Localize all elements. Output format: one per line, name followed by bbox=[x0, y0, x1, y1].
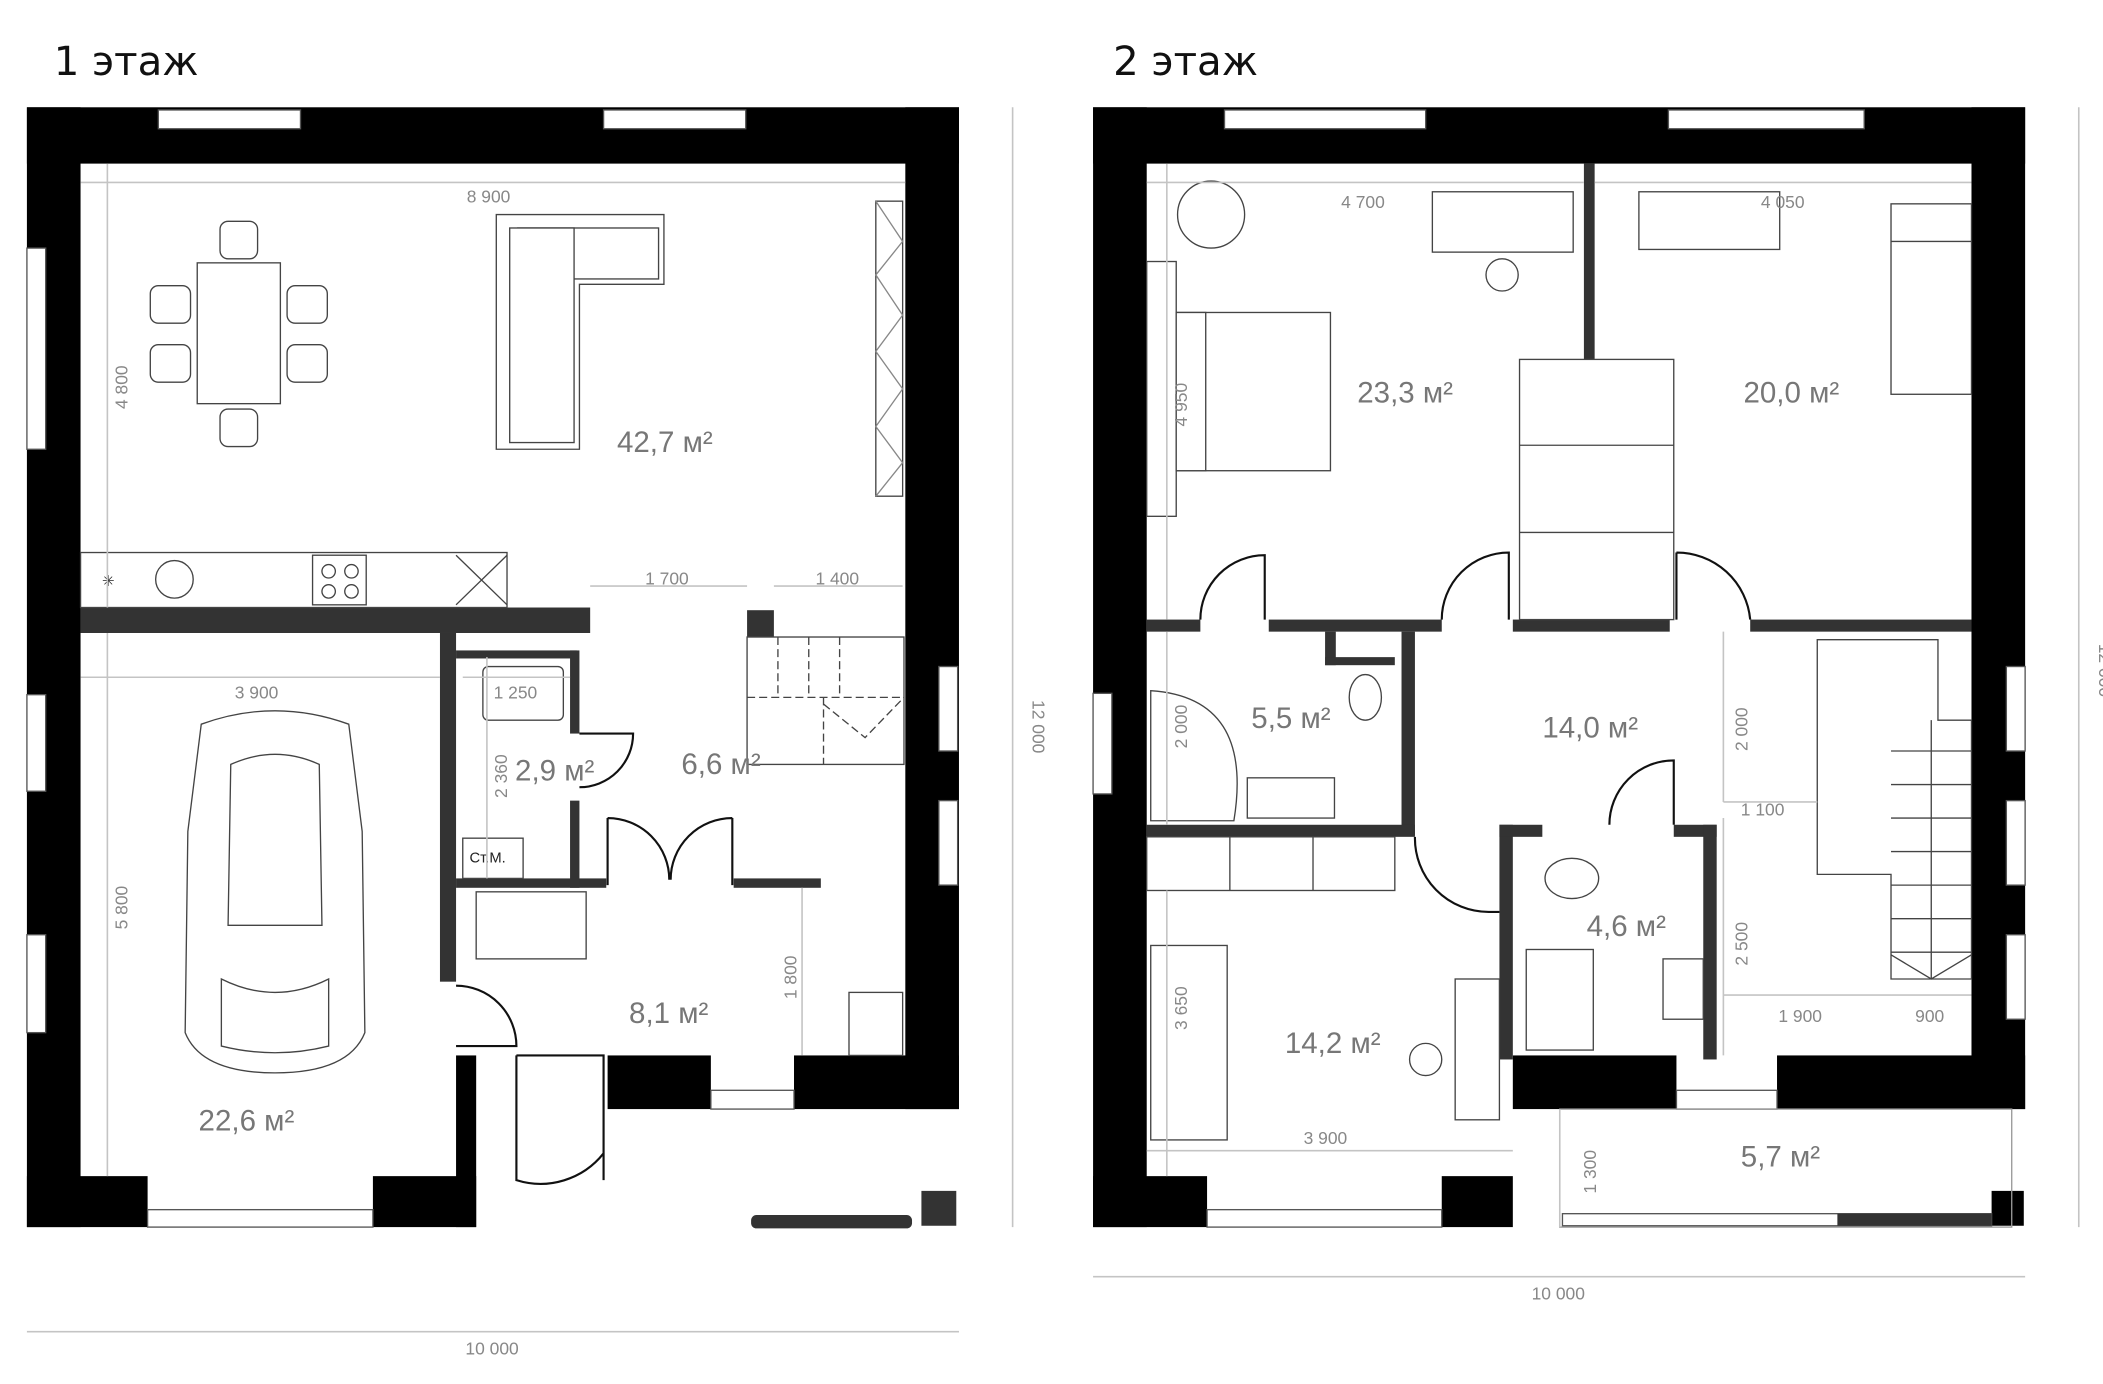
floor-2-areas: 23,3 м² 20,0 м² 5,5 м² 14,0 м² 4,6 м² 14… bbox=[1251, 376, 1839, 1173]
car bbox=[184, 710, 366, 1074]
area-balcony: 5,7 м² bbox=[1741, 1141, 1820, 1174]
dim-total-height-2: 12 000 bbox=[2095, 644, 2103, 698]
dim-bath-depth: 2 360 bbox=[491, 754, 511, 798]
desk-3 bbox=[1454, 978, 1501, 1121]
corner-sofa bbox=[495, 213, 665, 450]
entrance-steps bbox=[751, 1215, 913, 1229]
stairs-2 bbox=[1816, 639, 1973, 980]
plant bbox=[1176, 180, 1246, 249]
area-bathroom-1: 5,5 м² bbox=[1251, 702, 1330, 735]
dim-hall-b: 1 400 bbox=[815, 569, 859, 589]
desk-1 bbox=[1431, 191, 1574, 253]
chair-1 bbox=[1485, 258, 1519, 292]
floor-2: 2 этаж bbox=[1092, 39, 2103, 1304]
toilet bbox=[482, 665, 565, 721]
floor-1: 1 этаж bbox=[26, 39, 1049, 1358]
dim-hall-lower: 2 500 bbox=[1732, 922, 1752, 966]
floor-2-doors bbox=[1199, 551, 1752, 914]
floor-1-furniture: ✳ Ст.М. bbox=[79, 200, 905, 1074]
shoe-cabinet bbox=[475, 891, 587, 960]
single-bed-2 bbox=[1150, 944, 1228, 1141]
area-bedroom-3: 14,2 м² bbox=[1285, 1027, 1381, 1060]
shower bbox=[1525, 948, 1594, 1051]
dim-entrance-depth: 1 800 bbox=[781, 955, 801, 999]
desk-2 bbox=[1638, 191, 1781, 251]
dim-hall-depth: 2 000 bbox=[1732, 707, 1752, 751]
dim-hall-width: 1 900 bbox=[1778, 1006, 1822, 1026]
floor-2-furniture bbox=[1146, 180, 1992, 1226]
dim-bed1-width: 4 700 bbox=[1341, 192, 1385, 212]
single-bed-1 bbox=[1890, 203, 1973, 395]
dim-total-width-2: 10 000 bbox=[1532, 1284, 1586, 1304]
dim-bed3-depth: 3 650 bbox=[1171, 986, 1191, 1030]
floor-1-title: 1 этаж bbox=[54, 39, 199, 85]
toilet-1 bbox=[1348, 673, 1383, 721]
dining-table bbox=[149, 220, 328, 448]
dim-bed3-width: 3 900 bbox=[1304, 1128, 1348, 1148]
wardrobe-2 bbox=[1146, 836, 1396, 892]
bathtub bbox=[1150, 689, 1238, 822]
dim-garage-width: 3 900 bbox=[235, 683, 279, 703]
stairs bbox=[746, 636, 905, 766]
area-bathroom: 2,9 м² bbox=[515, 755, 594, 788]
floor-2-dimensions: 4 700 4 050 4 950 2 000 2 000 1 100 2 50… bbox=[1093, 107, 2103, 1304]
area-living: 42,7 м² bbox=[617, 426, 713, 459]
kitchen-counter: ✳ bbox=[79, 551, 508, 609]
sink-2 bbox=[1662, 958, 1704, 1020]
balcony-railing bbox=[1837, 1213, 1992, 1226]
floor-1-areas: 42,7 м² 22,6 м² 2,9 м² 6,6 м² 8,1 м² bbox=[199, 426, 761, 1138]
area-bathroom-2: 4,6 м² bbox=[1587, 910, 1666, 943]
floor-2-interior-walls bbox=[1146, 163, 1972, 1060]
floor-1-outer-walls bbox=[26, 107, 959, 1228]
area-bedroom-1: 23,3 м² bbox=[1357, 376, 1453, 409]
chair-3 bbox=[1408, 1042, 1443, 1077]
floor-1-doors bbox=[456, 732, 913, 1229]
floor-1-interior-walls bbox=[80, 607, 957, 1226]
floor-1-dimensions: 8 900 4 800 1 700 1 400 3 900 1 250 2 36… bbox=[26, 107, 1049, 1358]
central-wardrobes bbox=[1518, 358, 1675, 621]
sink-1 bbox=[1246, 777, 1336, 819]
dim-garage-depth: 5 800 bbox=[111, 885, 131, 929]
entrance-cabinet bbox=[848, 991, 904, 1057]
dim-bath-depth: 2 000 bbox=[1171, 704, 1191, 748]
dim-bath-width: 1 250 bbox=[494, 683, 538, 703]
area-entrance: 8,1 м² bbox=[629, 997, 708, 1030]
dim-bed2-width: 4 050 bbox=[1761, 192, 1805, 212]
ventilation-icon: ✳ bbox=[102, 574, 114, 590]
dim-balcony-depth: 1 300 bbox=[1580, 1150, 1600, 1194]
laundry-machine bbox=[462, 837, 524, 880]
toilet-2 bbox=[1544, 857, 1600, 900]
area-hall: 6,6 м² bbox=[681, 748, 760, 781]
area-hall-2: 14,0 м² bbox=[1542, 712, 1638, 745]
area-garage: 22,6 м² bbox=[199, 1105, 295, 1138]
dim-total-width: 10 000 bbox=[465, 1338, 519, 1358]
floor-2-windows bbox=[1092, 109, 2026, 1228]
dim-stair-width: 900 bbox=[1915, 1006, 1944, 1026]
wardrobe bbox=[874, 200, 904, 497]
dim-living-depth: 4 800 bbox=[111, 365, 131, 409]
dim-hall-gap: 1 100 bbox=[1741, 799, 1785, 819]
dim-total-height: 12 000 bbox=[1029, 700, 1049, 754]
floor-2-title: 2 этаж bbox=[1113, 39, 1258, 85]
dim-bed1-depth: 4 950 bbox=[1171, 383, 1191, 427]
area-bedroom-2: 20,0 м² bbox=[1744, 376, 1840, 409]
dim-living-width: 8 900 bbox=[467, 187, 511, 207]
floor-1-windows bbox=[26, 109, 959, 1228]
double-bed bbox=[1146, 260, 1332, 517]
dim-hall-a: 1 700 bbox=[645, 569, 689, 589]
